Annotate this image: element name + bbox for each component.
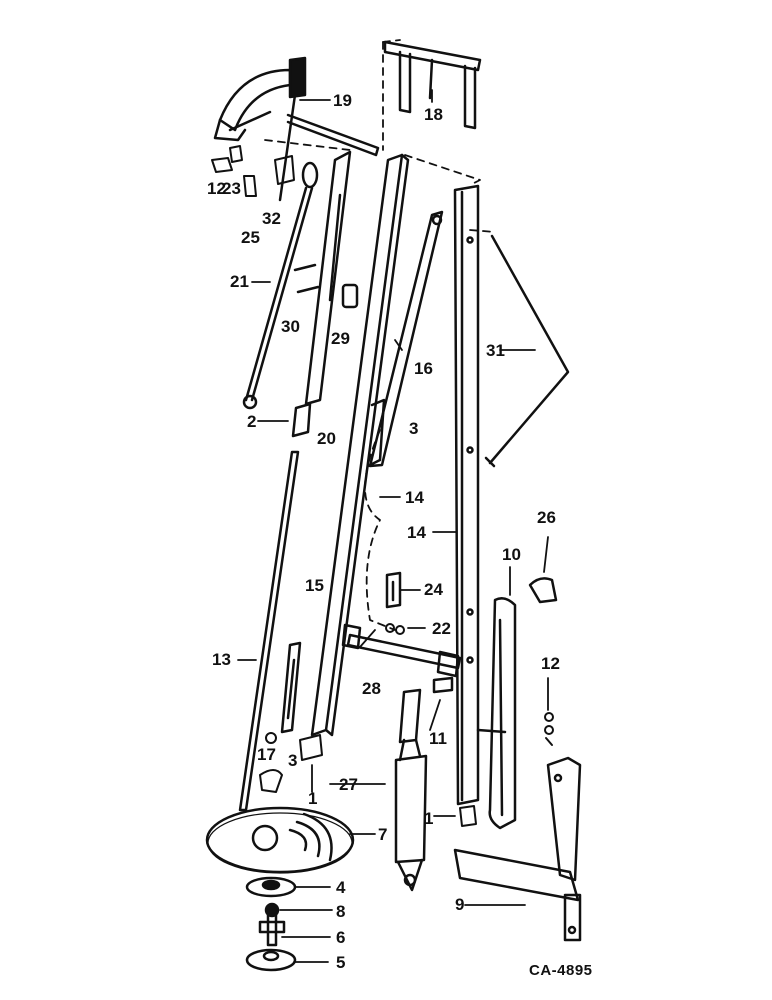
- part-7-disc: [205, 806, 355, 874]
- part-22-fasteners: [385, 623, 405, 635]
- part-6-bolt: [258, 913, 286, 947]
- part-26-clip: [528, 577, 558, 604]
- callout-11: 11: [429, 729, 447, 748]
- callout-1-right: 1: [424, 809, 434, 828]
- callout-32: 32: [262, 209, 281, 228]
- callout-17: 17: [257, 745, 276, 764]
- part-14-left-channel: [310, 153, 410, 737]
- part-18-top-bracket: [383, 40, 482, 130]
- part-12-hardware: [544, 712, 554, 746]
- callout-9: 9: [455, 895, 465, 914]
- callout-20: 20: [317, 429, 336, 448]
- callout-25: 25: [241, 228, 260, 247]
- small-fittings-lower: [259, 732, 477, 827]
- part-24-plate: [385, 571, 402, 609]
- part-28-cross-bar: [341, 623, 462, 678]
- callout-8: 8: [336, 902, 346, 921]
- callout-22: 22: [432, 619, 451, 638]
- callout-6: 6: [336, 928, 346, 947]
- callout-16: 16: [414, 359, 433, 378]
- callout-30: 30: [281, 317, 300, 336]
- part-11-pin: [432, 676, 454, 694]
- part-16-brace: [366, 210, 444, 468]
- callout-27: 27: [339, 775, 358, 794]
- part-4-hub: [245, 876, 297, 898]
- callout-31: 31: [486, 341, 505, 360]
- part-15-link: [280, 641, 302, 734]
- callout-5: 5: [336, 953, 346, 972]
- part-27-cylinder: [394, 688, 428, 892]
- part-20-channel: [291, 150, 359, 438]
- callout-10: 10: [502, 545, 521, 564]
- part-19-crank-assembly: [213, 56, 380, 202]
- callout-26: 26: [537, 508, 556, 527]
- callout-24: 24: [424, 580, 443, 599]
- callout-4: 4: [336, 878, 346, 897]
- part-31-bent-rod: [484, 234, 570, 468]
- callout-29: 29: [331, 329, 350, 348]
- callout-13: 13: [212, 650, 231, 669]
- callout-19: 19: [333, 91, 352, 110]
- callout-3-lower: 3: [288, 751, 298, 770]
- callout-14-right: 14: [407, 523, 426, 542]
- part-5-base-hub: [245, 948, 297, 972]
- callout-21: 21: [230, 272, 249, 291]
- callout-2: 2: [247, 412, 257, 431]
- part-21-rod: [242, 161, 319, 410]
- callout-23: 23: [222, 179, 241, 198]
- callout-1-left: 1: [308, 789, 318, 808]
- callout-12: 12: [207, 179, 226, 198]
- part-13-rod: [238, 450, 300, 812]
- part-10-arm: [476, 597, 517, 830]
- leader-lines: [237, 89, 549, 963]
- small-hardware-top: [211, 145, 295, 197]
- callout-15: 15: [305, 576, 324, 595]
- callout-3: 3: [409, 419, 419, 438]
- part-9-bracket: [453, 756, 582, 942]
- callout-18: 18: [424, 105, 443, 124]
- callout-14-left: 14: [405, 488, 424, 507]
- drawing-code: CA-4895: [529, 962, 593, 979]
- callout-12-right: 12: [541, 654, 560, 673]
- callout-28: 28: [362, 679, 381, 698]
- callout-7: 7: [378, 825, 388, 844]
- part-14-right-channel: [453, 184, 480, 806]
